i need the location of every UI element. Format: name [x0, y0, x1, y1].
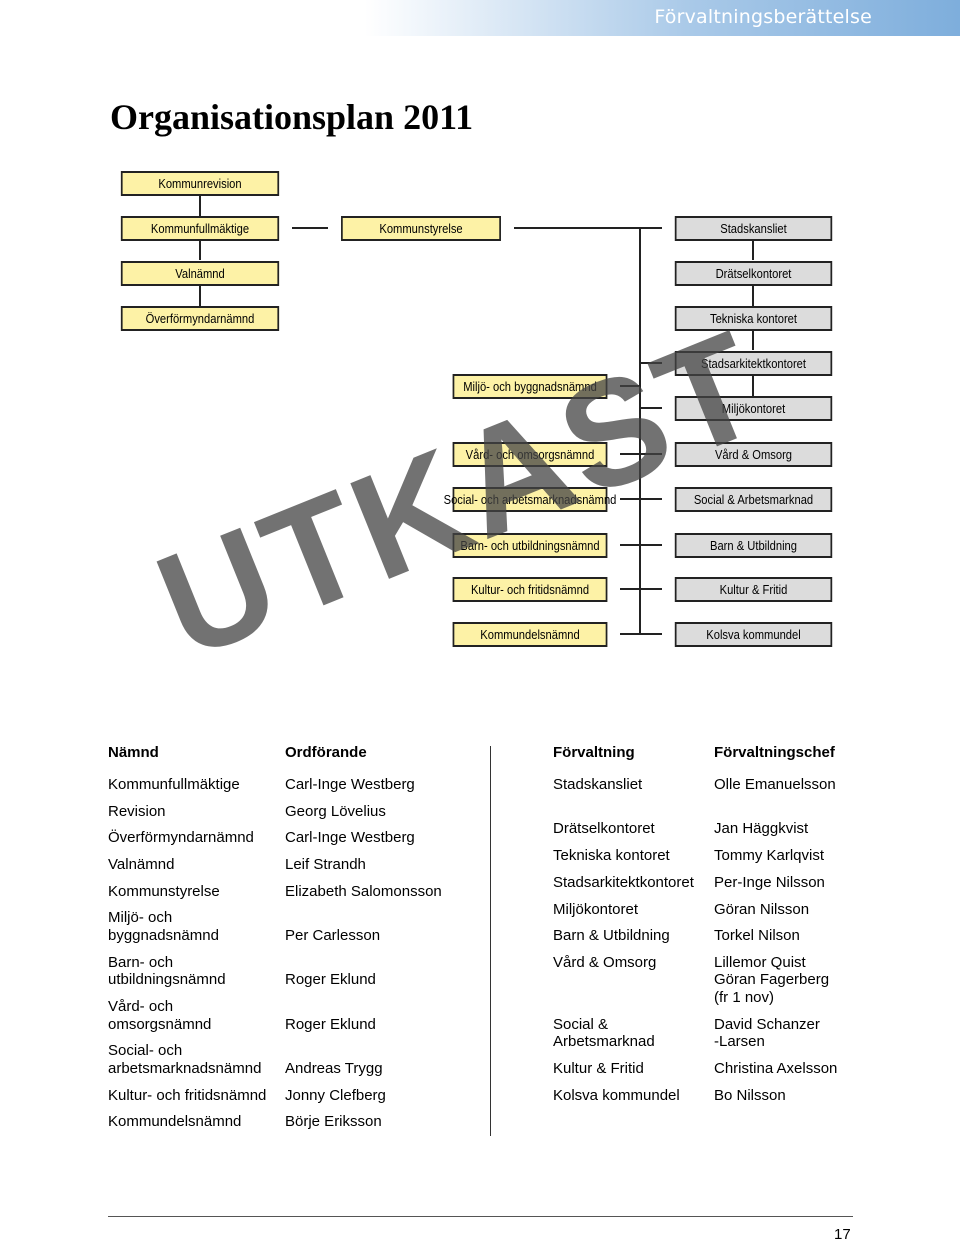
ordf-cell: Per Carlesson — [285, 927, 381, 944]
box-kommunstyrelse: Kommunstyrelse — [341, 216, 501, 241]
chef-cell: Tommy Karlqvist — [714, 847, 825, 864]
box-kultur-fritid: Kultur & Fritid — [674, 577, 833, 602]
box-valnamnd: Valnämnd — [120, 261, 280, 286]
namnd-cell: Överförmyndarnämnd — [108, 829, 254, 846]
box-kommundelsnamnd: Kommundelsnämnd — [452, 622, 608, 647]
ordf-cell: Andreas Trygg — [285, 1060, 383, 1077]
namnd-cell: omsorgsnämnd — [108, 1016, 212, 1033]
forv-cell: Vård & Omsorg — [553, 954, 657, 971]
namnd-cell: Kultur- och fritidsnämnd — [108, 1087, 267, 1104]
ordf-cell: Carl-Inge Westberg — [285, 776, 415, 793]
chef-cell: Jan Häggkvist — [714, 820, 809, 837]
chef-cell: Lillemor Quist — [714, 954, 806, 971]
section-title: Förvaltningsberättelse — [654, 6, 872, 28]
box-miljo-bygg: Miljö- och byggnadsnämnd — [452, 374, 608, 399]
namnd-cell: utbildningsnämnd — [108, 971, 226, 988]
column-divider — [490, 746, 491, 1136]
namnd-cell: Barn- och — [108, 954, 174, 971]
chef-cell: Olle Emanuelsson — [714, 776, 836, 793]
box-kolsva-kommundel: Kolsva kommundel — [674, 622, 833, 647]
box-overformyndarnamnd: Överförmyndarnämnd — [120, 306, 280, 331]
namnd-cell: arbetsmarknadsnämnd — [108, 1060, 262, 1077]
namnd-cell: Revision — [108, 803, 166, 820]
ordf-cell: Elizabeth Salomonsson — [285, 883, 442, 900]
forv-cell: Kolsva kommundel — [553, 1087, 680, 1104]
namnd-cell: Kommunfullmäktige — [108, 776, 240, 793]
ordf-cell: Börje Eriksson — [285, 1113, 382, 1130]
col-header-chef: Förvaltningschef — [714, 744, 835, 761]
footer-rule — [108, 1216, 853, 1217]
box-kultur-namnd: Kultur- och fritidsnämnd — [452, 577, 608, 602]
forv-cell: Barn & Utbildning — [553, 927, 670, 944]
namnd-cell: Social- och — [108, 1042, 183, 1059]
col-header-namnd: Nämnd — [108, 744, 159, 761]
chef-cell: Bo Nilsson — [714, 1087, 786, 1104]
namnd-cell: Kommundelsnämnd — [108, 1113, 242, 1130]
ordf-cell: Roger Eklund — [285, 971, 376, 988]
box-stadskansliet: Stadskansliet — [674, 216, 833, 241]
namnd-cell: byggnadsnämnd — [108, 927, 219, 944]
box-kommunrevision: Kommunrevision — [120, 171, 280, 196]
namnd-cell: Valnämnd — [108, 856, 175, 873]
box-tekniska-kontoret: Tekniska kontoret — [674, 306, 833, 331]
box-stadsarkitektkontoret: Stadsarkitektkontoret — [674, 351, 833, 376]
chef-cell: (fr 1 nov) — [714, 989, 775, 1006]
ordf-cell: Georg Lövelius — [285, 803, 386, 820]
page-number: 17 — [834, 1226, 851, 1243]
chef-cell: Torkel Nilson — [714, 927, 800, 944]
box-kommunfullmaktige: Kommunfullmäktige — [120, 216, 280, 241]
col-header-ordforande: Ordförande — [285, 744, 367, 761]
chef-cell: Christina Axelsson — [714, 1060, 838, 1077]
forv-cell: Miljökontoret — [553, 901, 639, 918]
forv-cell: Drätselkontoret — [553, 820, 655, 837]
chef-cell: Göran Fagerberg — [714, 971, 830, 988]
box-dratselkontoret: Drätselkontoret — [674, 261, 833, 286]
org-chart: Kommunrevision Kommunfullmäktige Kommuns… — [120, 171, 833, 647]
namnd-cell: Miljö- och — [108, 909, 173, 926]
chef-cell: David Schanzer — [714, 1016, 820, 1033]
namnd-cell: Kommunstyrelse — [108, 883, 220, 900]
page-title: Organisationsplan 2011 — [110, 97, 474, 137]
forv-cell: Social & — [553, 1016, 609, 1033]
ordf-cell: Carl-Inge Westberg — [285, 829, 415, 846]
forv-cell: Stadskansliet — [553, 776, 643, 793]
box-barn-namnd: Barn- och utbildningsnämnd — [452, 533, 608, 558]
ordf-cell: Leif Strandh — [285, 856, 366, 873]
ordf-cell: Roger Eklund — [285, 1016, 376, 1033]
col-header-forvaltning: Förvaltning — [553, 744, 635, 761]
chef-cell: Per-Inge Nilsson — [714, 874, 825, 891]
forv-cell: Tekniska kontoret — [553, 847, 670, 864]
forv-cell: Stadsarkitektkontoret — [553, 874, 694, 891]
org-chart-connectors — [199, 196, 754, 635]
box-social-arbetsmarknad: Social & Arbetsmarknad — [674, 487, 833, 512]
chef-cell: -Larsen — [714, 1033, 765, 1050]
ordf-cell: Jonny Clefberg — [285, 1087, 386, 1104]
namnd-cell: Vård- och — [108, 998, 174, 1015]
box-miljokontoret: Miljökontoret — [674, 396, 833, 421]
header-banner: Förvaltningsberättelse — [0, 0, 960, 36]
box-vard-omsorg: Vård & Omsorg — [674, 442, 833, 467]
forv-cell: Kultur & Fritid — [553, 1060, 644, 1077]
box-social-namnd: Social- och arbetsmarknadsnämnd — [444, 487, 616, 512]
chef-cell: Göran Nilsson — [714, 901, 810, 918]
forv-cell: Arbetsmarknad — [553, 1033, 655, 1050]
box-barn-utbildning: Barn & Utbildning — [674, 533, 833, 558]
box-vard-omsorgsnamnd: Vård- och omsorgsnämnd — [452, 442, 608, 467]
